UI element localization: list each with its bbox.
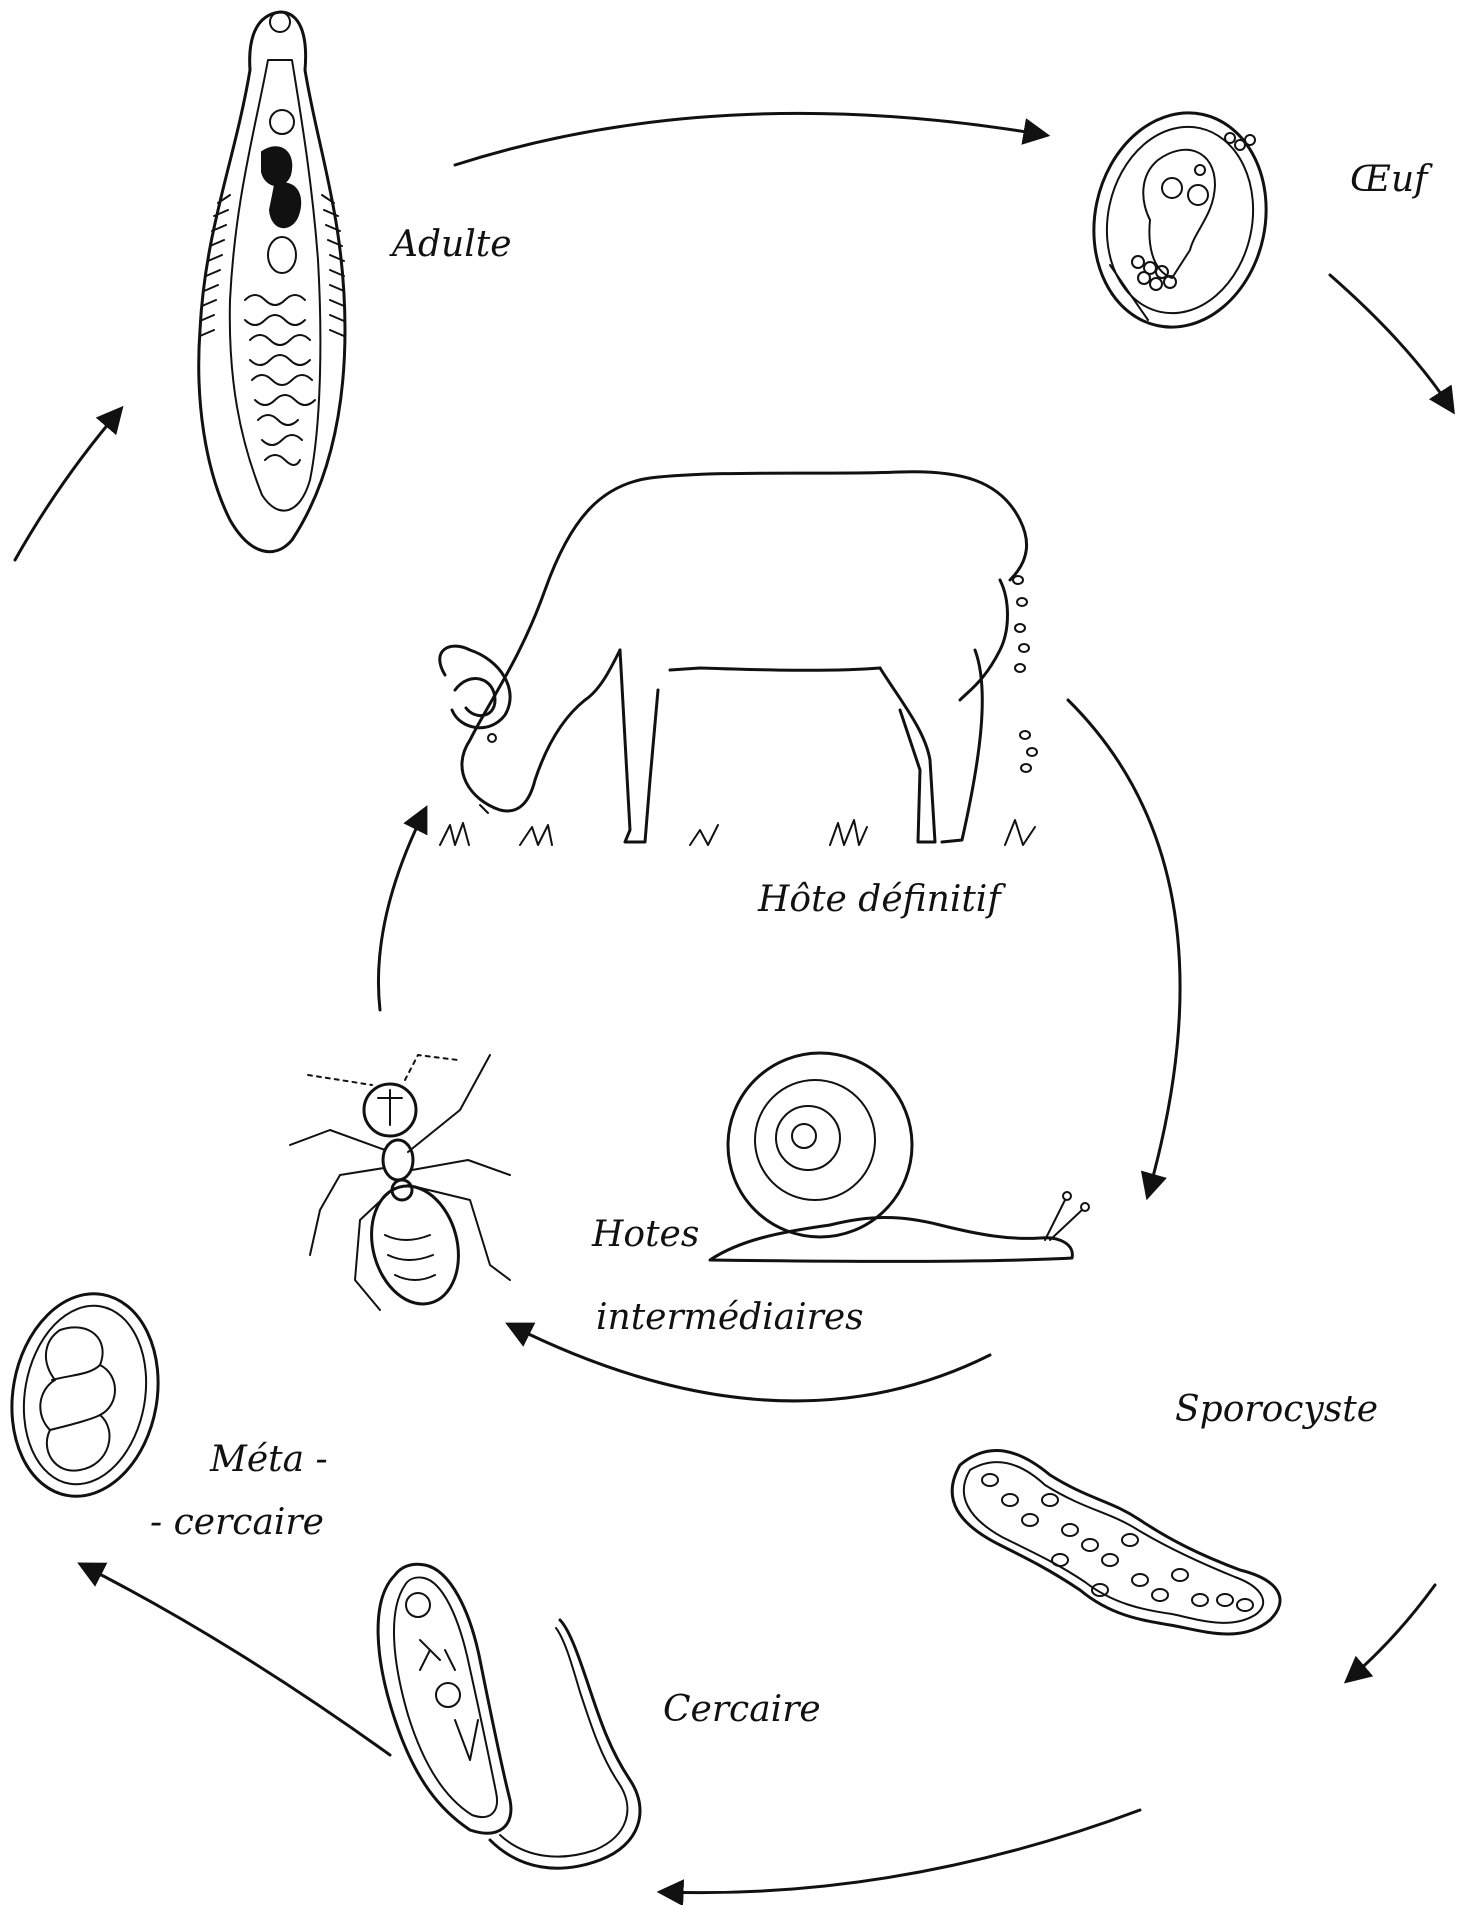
label-definitive-host: Hôte définitif	[758, 880, 1001, 920]
arrow-adult-to-egg	[455, 113, 1045, 165]
metacercaria-illustration	[0, 1282, 174, 1508]
label-cercaria: Cercaire	[663, 1690, 821, 1730]
label-metacercaria-line1: Méta -	[210, 1440, 328, 1480]
label-egg: Œuf	[1350, 160, 1427, 200]
arrow-egg-to-sporocyst	[1330, 275, 1452, 410]
adult-fluke-illustration	[199, 12, 345, 552]
arrow-host-to-snail	[1068, 700, 1180, 1195]
arrow-ant-to-host	[378, 810, 425, 1010]
sheep-illustration	[440, 472, 1037, 845]
label-adult: Adulte	[392, 225, 512, 265]
ant-illustration	[290, 1055, 510, 1314]
label-metacercaria-line2: - cercaire	[150, 1503, 324, 1543]
sporocyst-illustration	[952, 1451, 1280, 1635]
arrow-to-adult	[15, 410, 120, 560]
label-sporocyst: Sporocyste	[1175, 1390, 1378, 1430]
snail-illustration	[710, 1053, 1089, 1261]
cercaria-illustration	[378, 1564, 640, 1868]
arrow-sporocyst-to-cercaria	[1348, 1585, 1435, 1680]
arrow-cercaria-bottom	[662, 1810, 1140, 1893]
label-intermediate-hosts-line1: Hotes	[592, 1215, 699, 1255]
arrow-to-metacercaria	[82, 1565, 390, 1755]
label-intermediate-hosts-line2: intermédiaires	[596, 1298, 864, 1338]
egg-illustration	[1074, 97, 1285, 344]
